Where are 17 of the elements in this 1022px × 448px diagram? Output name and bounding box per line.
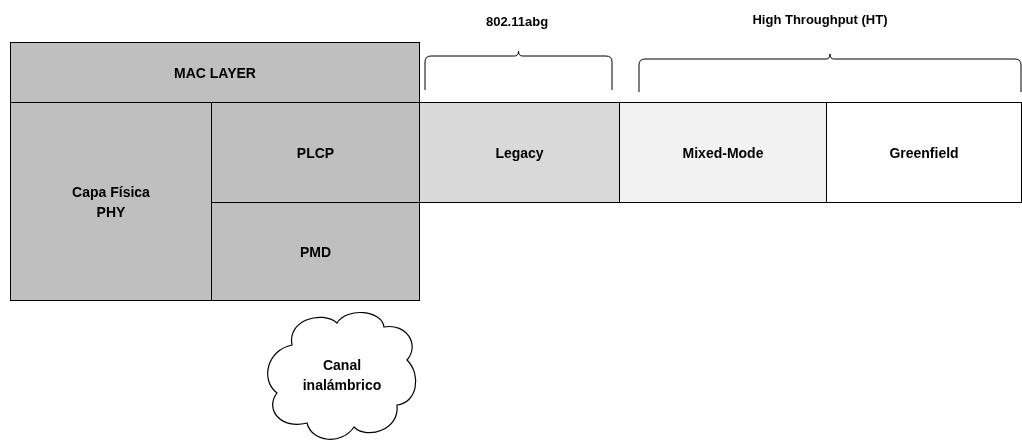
layer-box xyxy=(619,102,827,203)
layer-box xyxy=(826,102,1022,203)
node-label: Canal inalámbrico xyxy=(301,356,383,395)
node-label: Capa Física PHY xyxy=(71,182,151,222)
layer-box xyxy=(10,102,212,301)
node-label: Mixed-Mode xyxy=(682,143,764,163)
group-label: 802.11abg xyxy=(484,13,550,31)
layer-box xyxy=(211,102,420,203)
layer-box xyxy=(211,202,420,301)
node-label: Greenfield xyxy=(889,143,959,163)
layer-box xyxy=(10,42,420,103)
group-label: High Throughput (HT) xyxy=(751,11,889,29)
layer-box xyxy=(419,102,620,203)
node-label: MAC LAYER xyxy=(174,63,256,83)
node-label: Legacy xyxy=(495,143,544,163)
node-label: PMD xyxy=(299,242,332,262)
node-label: PLCP xyxy=(296,143,335,163)
